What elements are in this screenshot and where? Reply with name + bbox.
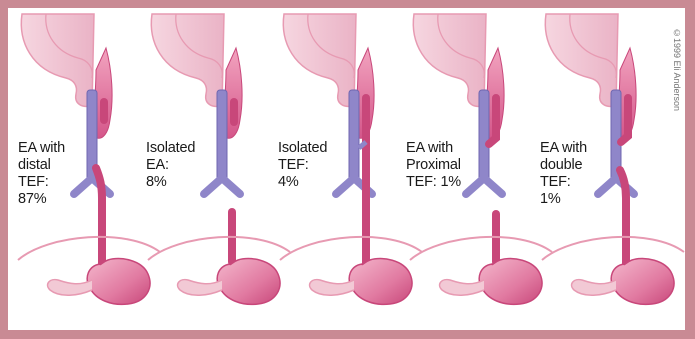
trachea — [479, 90, 489, 180]
bronchi — [204, 178, 240, 194]
figure-panel: EA with distal TEF: 87% Isolated EA: 8% … — [8, 8, 685, 330]
label-line: EA with — [540, 140, 587, 157]
label-ea-distal-tef: EA with distal TEF: 87% — [18, 140, 65, 208]
label-line: Proximal — [406, 157, 461, 174]
trachea — [349, 90, 359, 180]
label-isolated-tef: Isolated TEF: 4% — [278, 140, 327, 191]
label-line: double — [540, 157, 587, 174]
stomach-shape — [611, 259, 674, 305]
stomach-shape — [479, 259, 542, 305]
upper-esophagus-pouch — [230, 98, 238, 126]
label-isolated-ea: Isolated EA: 8% — [146, 140, 195, 191]
diaphragm-line — [148, 237, 290, 260]
trachea — [217, 90, 227, 180]
label-line: TEF: — [540, 174, 587, 191]
diaphragm-line — [280, 237, 422, 260]
label-line: Isolated — [146, 140, 195, 157]
label-line: distal — [18, 157, 65, 174]
duodenum-shape — [440, 280, 484, 296]
label-ea-double-tef: EA with double TEF: 1% — [540, 140, 587, 208]
label-line: 87% — [18, 191, 65, 208]
lower-esophagus — [620, 170, 626, 266]
duodenum-shape — [310, 280, 354, 296]
label-line: 4% — [278, 174, 327, 191]
label-line: Isolated — [278, 140, 327, 157]
label-line: TEF: 1% — [406, 174, 461, 191]
duodenum-shape — [48, 280, 92, 296]
stomach-shape — [217, 259, 280, 305]
duodenum-shape — [572, 280, 616, 296]
label-line: EA with — [406, 140, 461, 157]
bronchi — [466, 178, 502, 194]
diaphragm-line — [410, 237, 552, 260]
copyright-text: ©1999 Eli Anderson — [668, 28, 682, 118]
stomach-shape — [87, 259, 150, 305]
diaphragm-line — [542, 237, 684, 260]
diaphragm-line — [18, 237, 160, 260]
upper-esophagus-pouch — [100, 98, 108, 124]
label-line: EA: — [146, 157, 195, 174]
label-line: EA with — [18, 140, 65, 157]
label-line: TEF: — [278, 157, 327, 174]
label-line: 8% — [146, 174, 195, 191]
duodenum-shape — [178, 280, 222, 296]
label-line: 1% — [540, 191, 587, 208]
lower-esophagus — [96, 168, 102, 266]
label-ea-proximal-tef: EA with Proximal TEF: 1% — [406, 140, 461, 191]
label-line: TEF: — [18, 174, 65, 191]
stomach-shape — [349, 259, 412, 305]
